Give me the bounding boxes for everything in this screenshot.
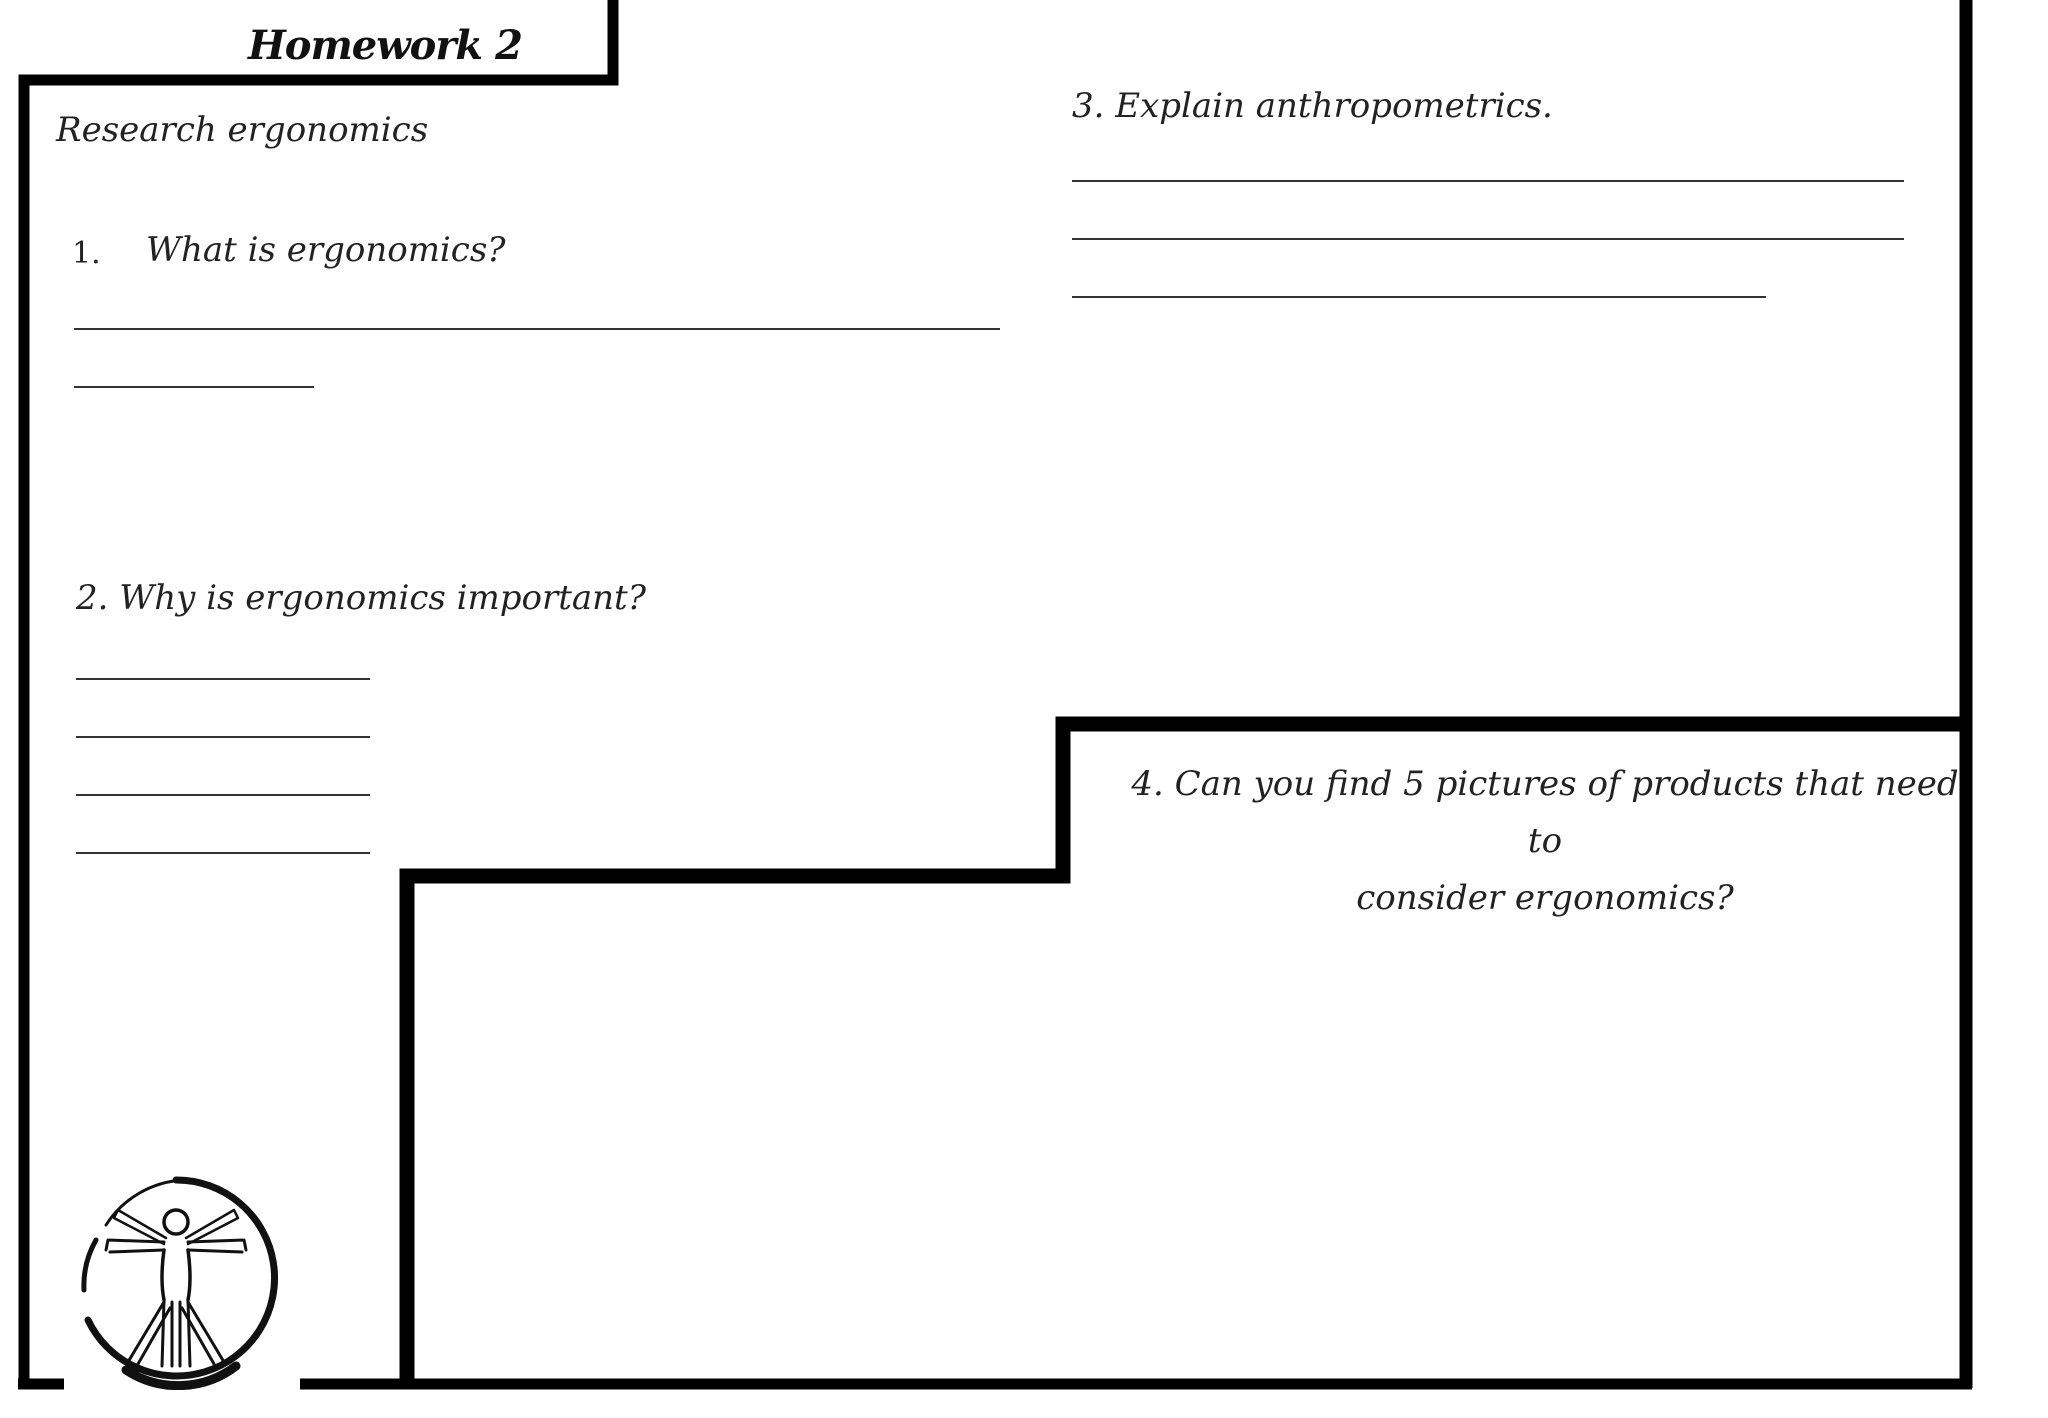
question4-text: 4. Can you find 5 pictures of products t… (1110, 756, 1980, 927)
page-title: Homework 2 (248, 22, 523, 69)
question1-number: 1. (72, 236, 101, 271)
vitruvian-man-icon (81, 1176, 279, 1390)
question1-answer-line[interactable] (74, 328, 1000, 330)
question2-answer-line[interactable] (76, 794, 370, 796)
question4-box-border (399, 716, 1966, 1384)
question1-text: What is ergonomics? (146, 230, 506, 270)
question2-answer-line[interactable] (76, 852, 370, 854)
question2-answer-line[interactable] (76, 736, 370, 738)
question2-answer-line[interactable] (76, 678, 370, 680)
question2-text: 2. Why is ergonomics important? (76, 578, 646, 618)
question3-text: 3. Explain anthropometrics. (1072, 86, 1553, 126)
question3-answer-line[interactable] (1072, 180, 1904, 182)
question3-answer-line[interactable] (1072, 238, 1904, 240)
question4-line1: 4. Can you find 5 pictures of products t… (1131, 764, 1959, 861)
question3-answer-line[interactable] (1072, 296, 1766, 298)
section-subtitle: Research ergonomics (56, 110, 429, 150)
title-tab-border (18, 0, 619, 1384)
question1-answer-line[interactable] (74, 386, 314, 388)
question4-line2: consider ergonomics? (1356, 878, 1734, 918)
